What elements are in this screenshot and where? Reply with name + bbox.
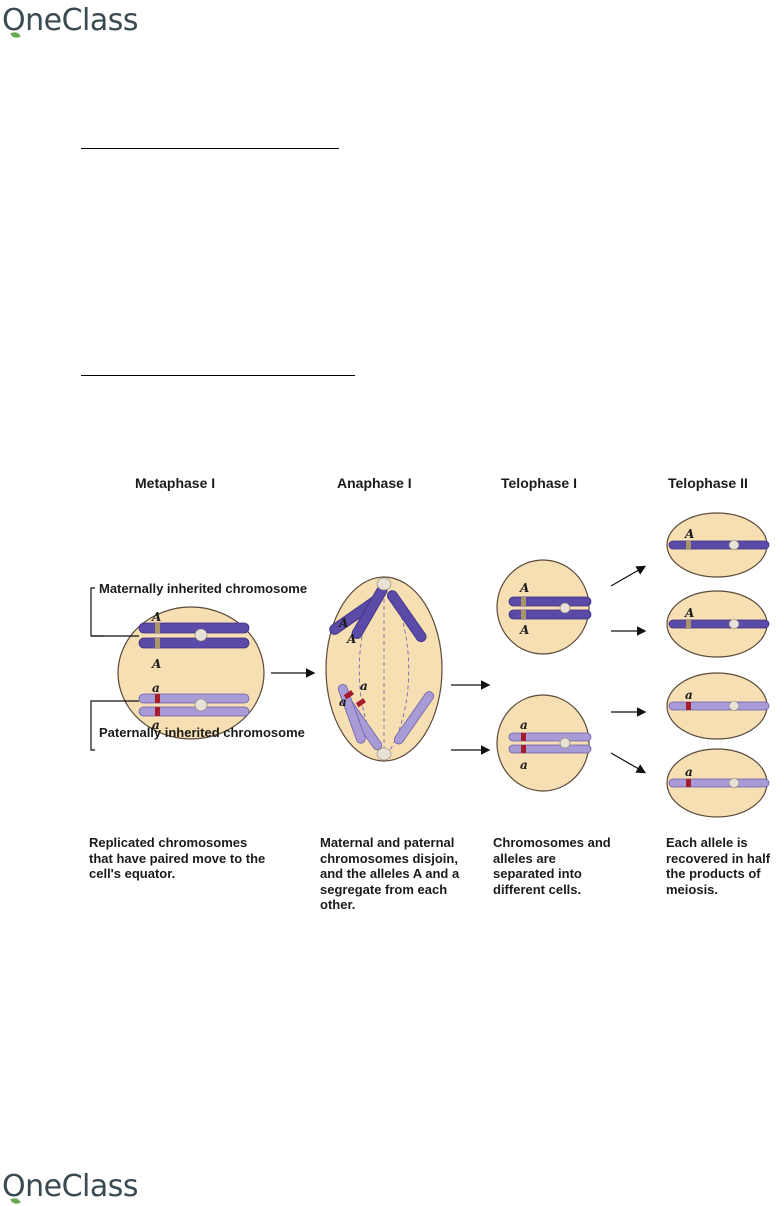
meiosis-segregation-figure: Metaphase I Anaphase I Telophase I Telop… [81,468,784,920]
brand-name: OneClass [2,3,139,38]
svg-text:A: A [519,581,529,595]
metaphase-cell: A A a a [117,606,265,740]
svg-text:A: A [338,616,348,630]
allele-a-label: a [152,718,160,732]
allele-a-label: a [152,681,160,695]
telophase-ii-cell-2: A [666,590,770,658]
svg-text:a: a [520,758,528,772]
telophase-i-cell-upper: A A [496,559,592,655]
svg-text:a: a [360,679,368,693]
arrow-icon [610,565,647,587]
telophase-ii-cell-4: a [666,748,770,818]
heading-rule-1 [81,148,339,149]
heading-rule-2 [81,375,355,376]
caption-metaphase-i: Replicated chromosomes that have paired … [89,835,266,881]
svg-text:A: A [684,527,694,541]
telophase-ii-cell-3: a [666,672,770,740]
maternal-label: Maternally inherited chromosome [99,581,308,596]
phase-label-anaphase-i: Anaphase I [337,475,412,491]
phase-label-telophase-i: Telophase I [501,475,577,491]
phase-label-telophase-ii: Telophase II [668,475,748,491]
svg-text:A: A [346,632,356,646]
caption-telophase-i: Chromosomes and alleles are separated in… [493,835,611,897]
svg-text:a: a [339,695,347,709]
svg-text:a: a [685,765,693,779]
meiosis-diagram: .cell { fill: #f6dfb3; stroke: #5a4a3a; … [90,512,770,818]
allele-A-label: A [151,657,161,671]
svg-text:a: a [685,688,693,702]
svg-text:A: A [684,606,694,620]
brand-name: OneClass [2,1169,139,1204]
telophase-ii-cell-1: A [666,512,770,578]
caption-anaphase-i: Maternal and paternal chromosomes disjoi… [320,835,460,912]
telophase-i-cell-lower: a a [496,694,592,792]
paternal-bracket [90,700,139,751]
oneclass-logo-footer: OneClass [2,1168,139,1206]
allele-A-label: A [151,610,161,624]
phase-label-metaphase-i: Metaphase I [135,475,216,491]
arrow-icon [610,752,647,774]
svg-text:A: A [519,623,529,637]
caption-telophase-ii: Each allele is recovered in half the pro… [666,835,771,897]
anaphase-cell: A A a a [325,576,443,762]
paternal-label: Paternally inherited chromosome [99,725,305,740]
svg-text:a: a [520,718,528,732]
oneclass-logo-header: OneClass [2,2,139,40]
